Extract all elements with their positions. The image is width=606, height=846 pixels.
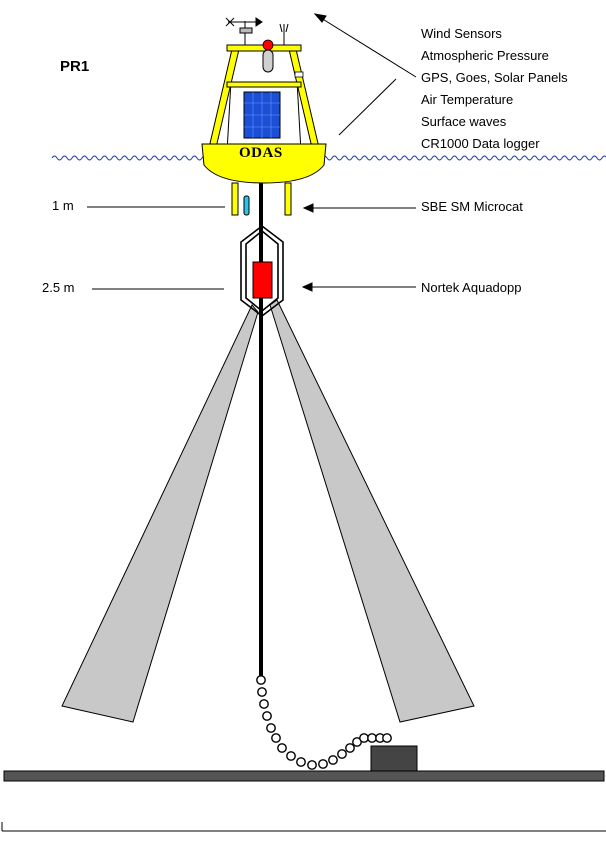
water-surface-line bbox=[51, 155, 606, 161]
aquadopp-sensor-icon bbox=[252, 261, 273, 299]
station-title: PR1 bbox=[60, 58, 90, 75]
chain-link bbox=[367, 733, 377, 743]
anchor-chain bbox=[256, 675, 392, 770]
anchor-block bbox=[370, 745, 418, 772]
pressure-sensor-icon bbox=[262, 49, 274, 73]
chain-link bbox=[318, 759, 328, 769]
chain-link bbox=[259, 699, 269, 709]
chain-link bbox=[345, 743, 355, 753]
chain-link bbox=[271, 733, 281, 743]
chain-link bbox=[382, 733, 392, 743]
left-acoustic-beam bbox=[61, 304, 259, 723]
buoy-label: ODAS bbox=[239, 145, 283, 161]
chain-link bbox=[277, 743, 287, 753]
depth-label-2-5m: 2.5 m bbox=[42, 280, 75, 295]
sensor-pointer-arrows bbox=[301, 13, 417, 292]
buoy-tower bbox=[207, 39, 321, 153]
instrument-label-aquadopp: Nortek Aquadopp bbox=[421, 280, 522, 295]
wind-sensor-icon bbox=[225, 17, 289, 45]
sensor-label-gps: GPS, Goes, Solar Panels bbox=[421, 70, 568, 85]
chain-link bbox=[262, 711, 272, 721]
chain-link bbox=[296, 757, 306, 767]
right-acoustic-beam bbox=[269, 299, 475, 723]
chain-link bbox=[257, 687, 267, 697]
sensor-label-wind: Wind Sensors bbox=[421, 26, 502, 41]
beacon-light-icon bbox=[262, 39, 274, 51]
seabed bbox=[3, 770, 605, 782]
instrument-label-microcat: SBE SM Microcat bbox=[421, 199, 523, 214]
sensor-label-air-temp: Air Temperature bbox=[421, 92, 514, 107]
chain-link bbox=[359, 733, 369, 743]
buoy-underframe bbox=[231, 182, 292, 216]
sensor-label-waves: Surface waves bbox=[421, 114, 507, 129]
chain-link bbox=[337, 749, 347, 759]
chain-link bbox=[256, 675, 266, 685]
chain-link bbox=[286, 751, 296, 761]
sensor-label-logger: CR1000 Data logger bbox=[421, 136, 540, 151]
chain-link bbox=[307, 760, 317, 770]
chain-link bbox=[328, 755, 338, 765]
buoy-hull bbox=[201, 143, 327, 184]
chain-link bbox=[266, 723, 276, 733]
microcat-sensor-icon bbox=[243, 195, 250, 216]
sensor-label-pressure: Atmospheric Pressure bbox=[421, 48, 549, 63]
depth-label-1m: 1 m bbox=[52, 198, 74, 213]
aquadopp-cage bbox=[240, 224, 284, 318]
